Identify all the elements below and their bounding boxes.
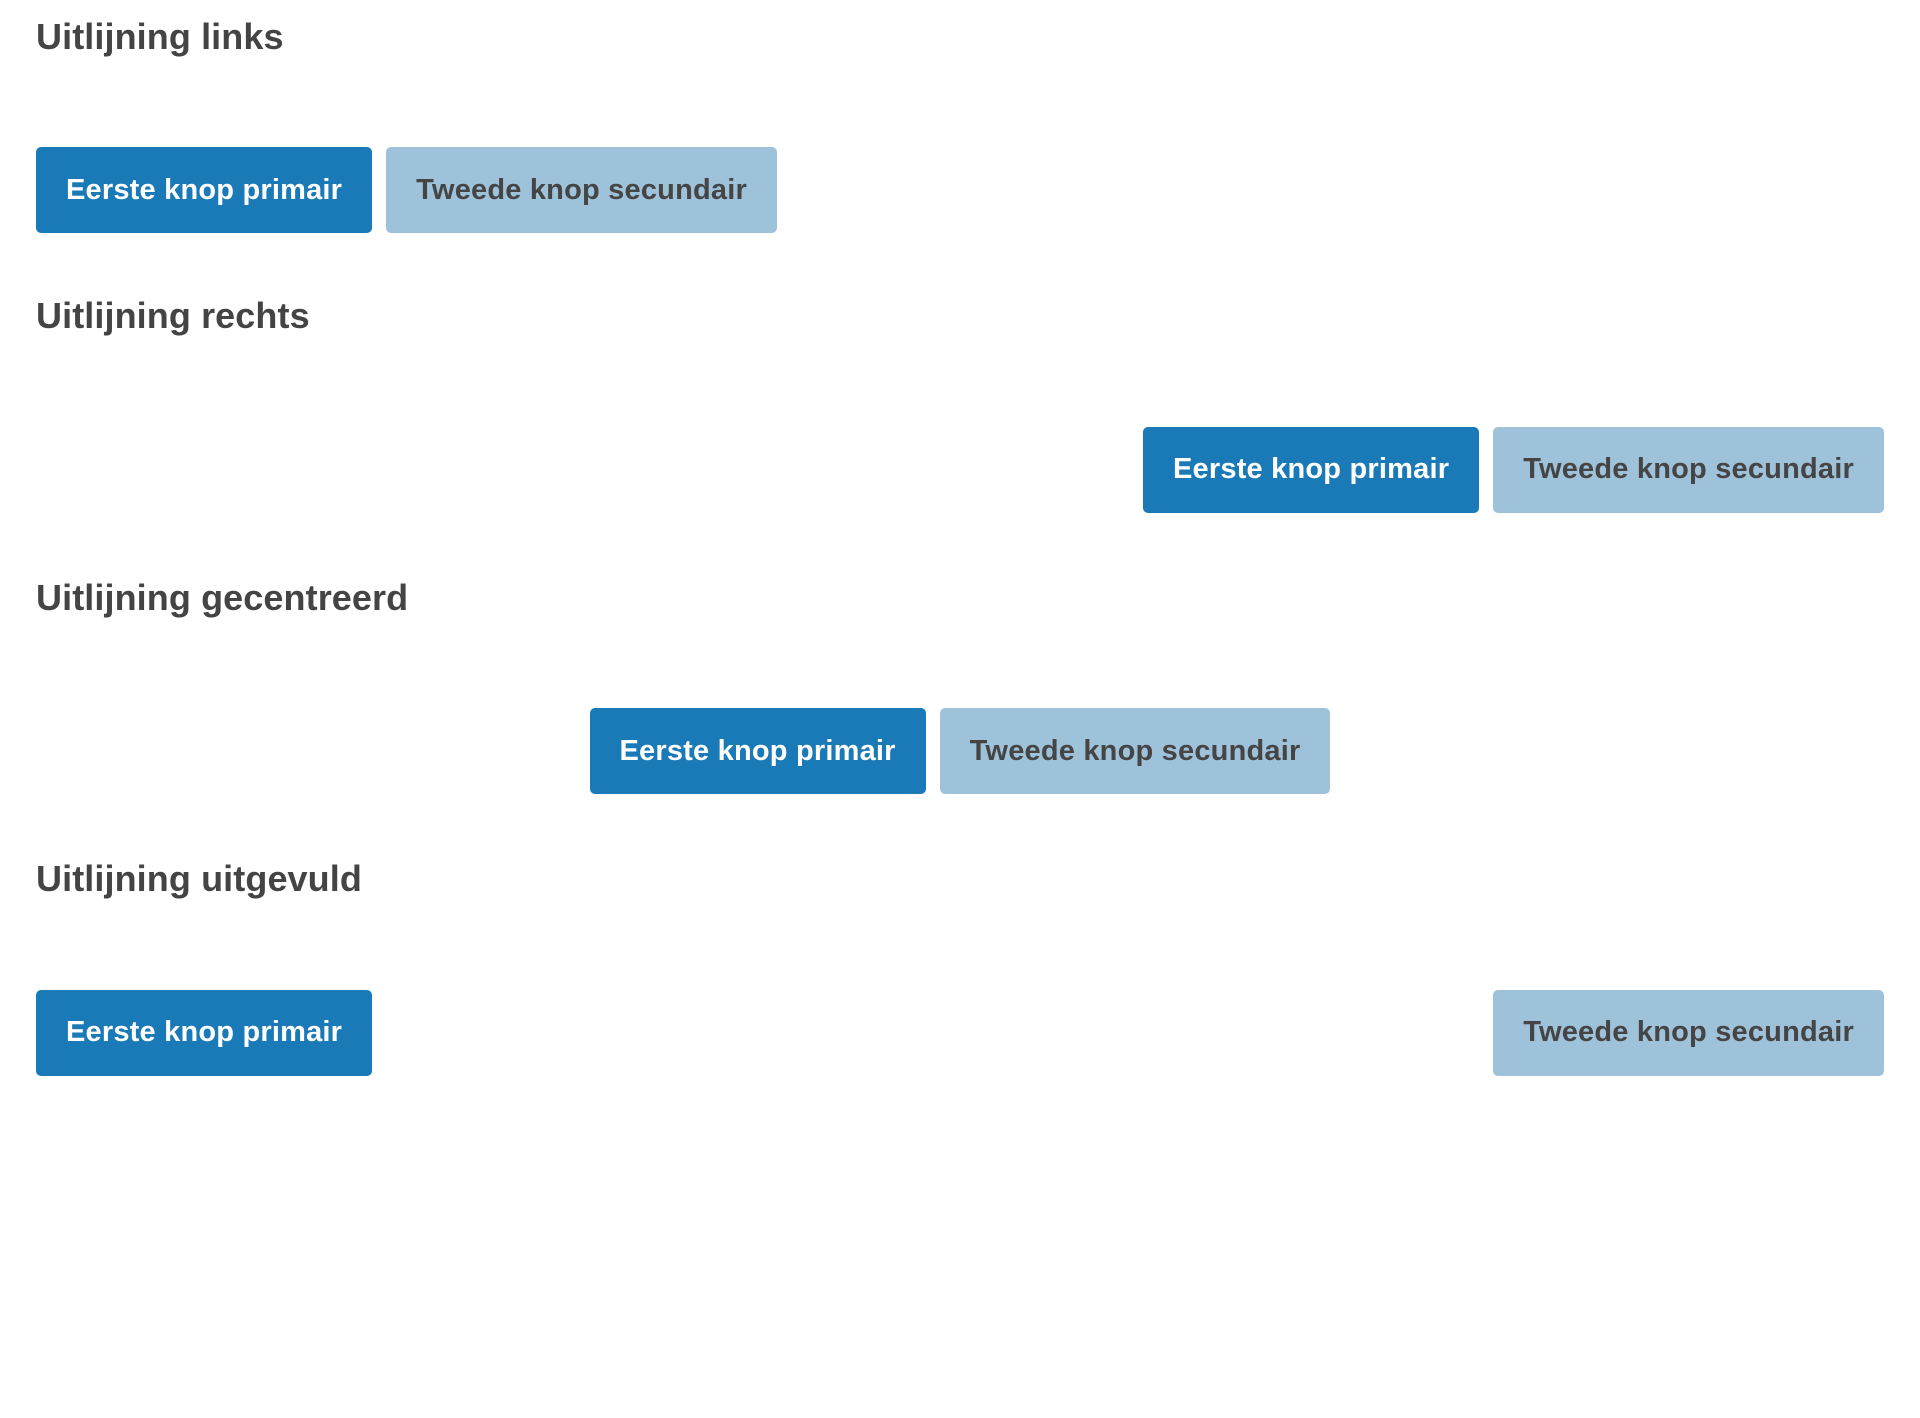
button-row-center: Eerste knop primair Tweede knop secundai… <box>36 708 1884 795</box>
section-heading-right: Uitlijning rechts <box>36 295 310 337</box>
secondary-button-justify[interactable]: Tweede knop secundair <box>1493 989 1884 1076</box>
section-align-center: Uitlijning gecentreerd Eerste knop prima… <box>36 513 1884 795</box>
primary-button-center[interactable]: Eerste knop primair <box>589 708 926 795</box>
button-row-left: Eerste knop primair Tweede knop secundai… <box>36 147 1884 234</box>
section-align-right: Uitlijning rechts Eerste knop primair Tw… <box>36 233 1884 513</box>
primary-button-left[interactable]: Eerste knop primair <box>36 147 373 234</box>
section-align-left: Uitlijning links Eerste knop primair Twe… <box>36 0 1884 234</box>
button-row-right: Eerste knop primair Tweede knop secundai… <box>36 426 1884 513</box>
section-heading-justify: Uitlijning uitgevuld <box>36 858 362 900</box>
button-row-justify: Eerste knop primair Tweede knop secundai… <box>36 989 1884 1076</box>
secondary-button-center[interactable]: Tweede knop secundair <box>939 708 1331 795</box>
section-align-justify: Uitlijning uitgevuld Eerste knop primair… <box>36 794 1884 1076</box>
section-heading-center: Uitlijning gecentreerd <box>36 576 409 618</box>
secondary-button-right[interactable]: Tweede knop secundair <box>1493 426 1884 513</box>
section-heading-left: Uitlijning links <box>36 16 284 57</box>
primary-button-justify[interactable]: Eerste knop primair <box>36 989 373 1076</box>
secondary-button-left[interactable]: Tweede knop secundair <box>386 147 777 234</box>
primary-button-right[interactable]: Eerste knop primair <box>1143 426 1480 513</box>
